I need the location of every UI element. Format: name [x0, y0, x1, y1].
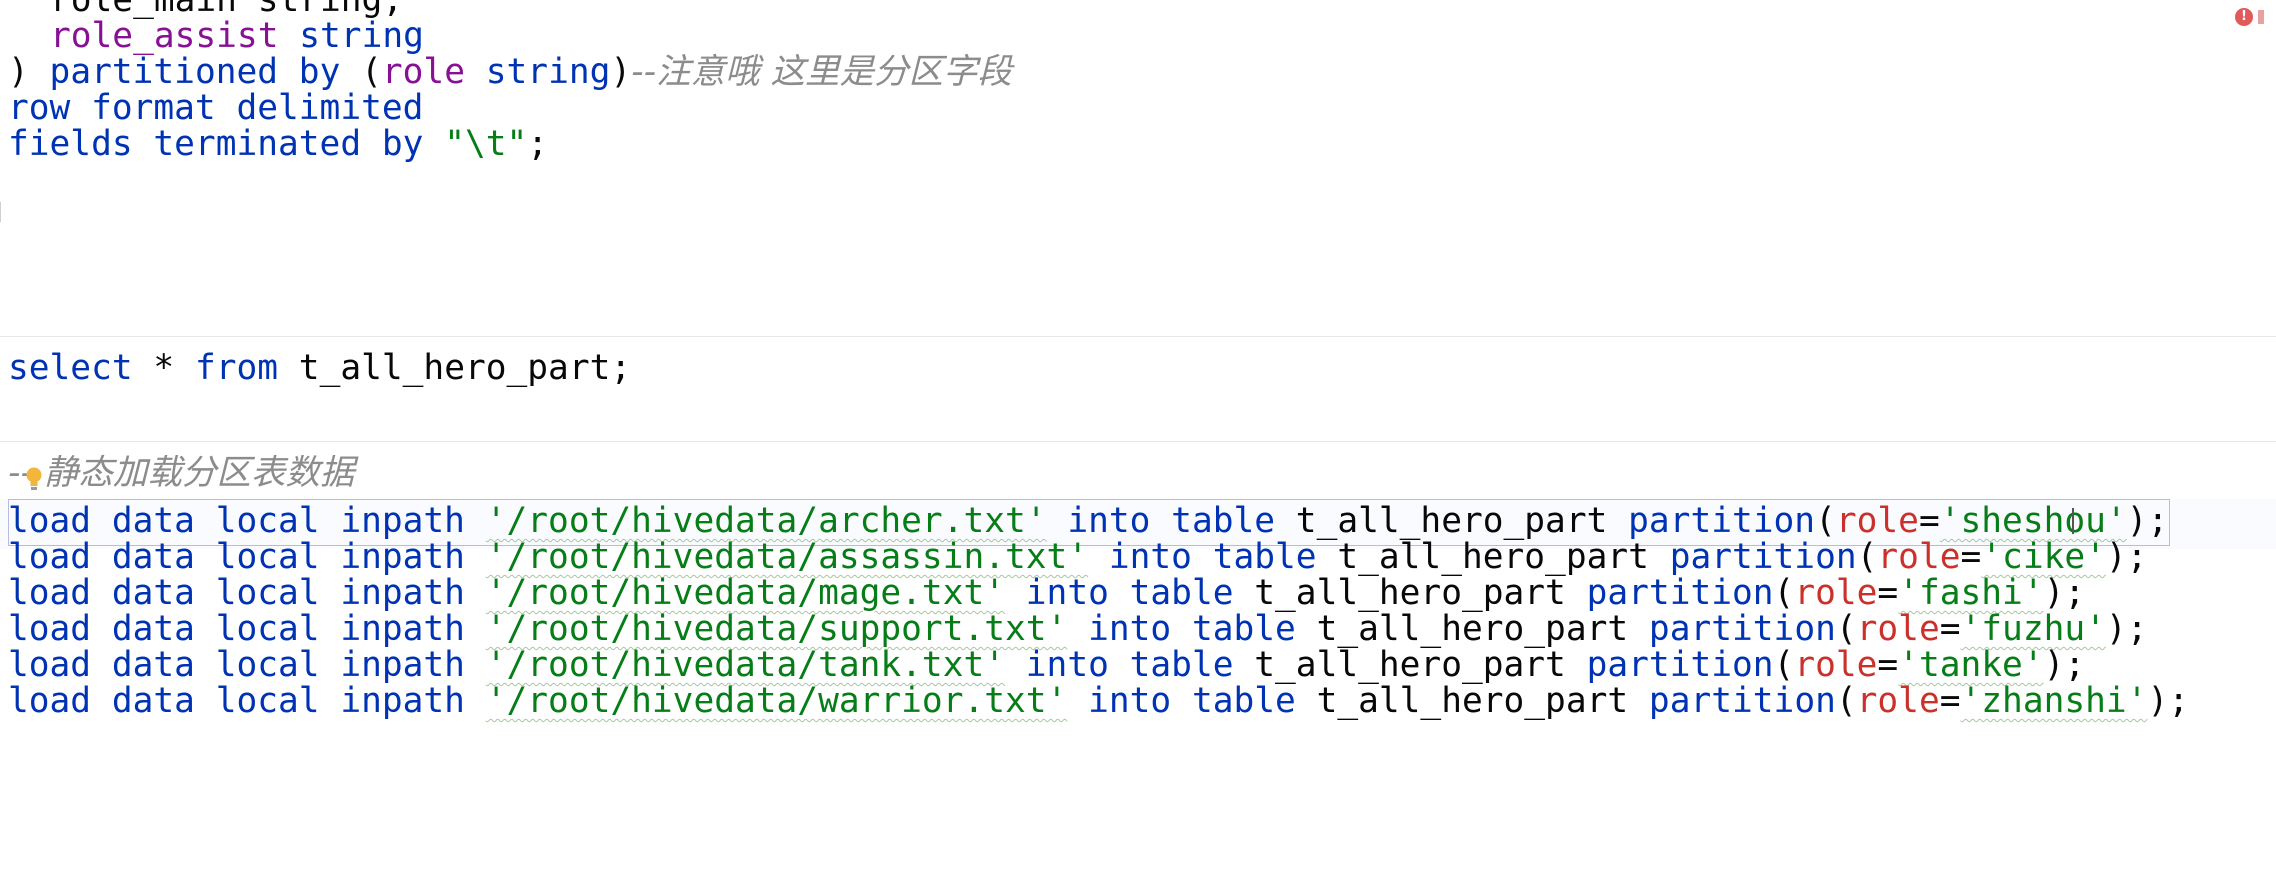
code-token: );	[2043, 645, 2086, 685]
code-comment: -- 静态加载分区表数据	[8, 453, 355, 493]
code-token: into table	[1046, 501, 1296, 541]
code-line-row-format: row format delimited	[0, 82, 423, 134]
code-token: load data local inpath	[8, 645, 486, 685]
code-token: partition	[1628, 501, 1816, 541]
statement-separator	[0, 336, 2276, 337]
code-token: (	[1815, 501, 1836, 541]
code-string: 'fashi'	[1898, 573, 2044, 613]
code-token: );	[2147, 681, 2189, 721]
code-token: role	[1877, 537, 1961, 577]
statement-selection-box	[8, 499, 2170, 546]
code-token: *	[132, 348, 195, 388]
code-line-comment: -- 静态加载分区表数据	[0, 447, 354, 499]
code-token: load data local inpath	[8, 537, 486, 577]
code-line-fields-terminated: fields terminated by "\t";	[0, 118, 548, 170]
code-string: '/root/hivedata/assassin.txt'	[485, 537, 1089, 577]
code-token: into table	[1005, 645, 1255, 685]
code-token: t_all_hero_part	[1295, 501, 1629, 541]
code-token: partition	[1648, 681, 1836, 721]
code-token: =	[1877, 573, 1899, 613]
code-token: partition	[1669, 537, 1857, 577]
code-token: role	[1794, 645, 1878, 685]
code-token: select	[8, 348, 133, 388]
code-token: into table	[1067, 681, 1317, 721]
fold-marker[interactable]	[0, 202, 7, 222]
code-token: );	[2105, 537, 2148, 577]
statement-separator	[0, 441, 2276, 442]
code-token: (	[1856, 537, 1878, 577]
code-token: (	[1773, 645, 1795, 685]
code-token: role_assist	[50, 16, 279, 56]
code-string: 'cike'	[1981, 537, 2106, 577]
code-token: partition	[1586, 573, 1774, 613]
code-token: (	[340, 52, 382, 92]
code-string: 'sheshou'	[1939, 501, 2127, 541]
code-string: '/root/hivedata/warrior.txt'	[485, 681, 1068, 721]
code-token: into table	[1005, 573, 1255, 613]
code-string: 'tanke'	[1898, 645, 2044, 685]
lightbulb-icon[interactable]	[24, 466, 44, 492]
code-token: (	[1773, 573, 1795, 613]
code-token: t_all_hero_part;	[278, 348, 632, 388]
code-token: load data local inpath	[8, 501, 486, 541]
code-token: )	[8, 52, 50, 92]
code-token: =	[1877, 645, 1899, 685]
code-token: =	[1918, 501, 1940, 541]
code-token: t_all_hero_part	[1337, 537, 1670, 577]
code-token: string	[278, 16, 424, 56]
code-token: string	[464, 52, 611, 92]
code-string: 'fuzhu'	[1960, 609, 2106, 649]
code-token: load data local inpath	[8, 609, 486, 649]
code-token: =	[1939, 609, 1961, 649]
code-token: partition	[1648, 609, 1836, 649]
code-token: role	[381, 52, 465, 92]
code-token: );	[2043, 573, 2086, 613]
code-string: '/root/hivedata/tank.txt'	[485, 645, 1006, 685]
code-token: partitioned by	[49, 52, 341, 92]
code-token: =	[1960, 537, 1982, 577]
code-line-select: select * from t_all_hero_part;	[0, 342, 631, 394]
code-comment: --注意哦 这里是分区字段	[631, 52, 1013, 92]
code-token: );	[2105, 609, 2148, 649]
code-token: (	[1835, 681, 1857, 721]
code-token: role	[1835, 501, 1919, 541]
code-token: t_all_hero_part	[1316, 681, 1649, 721]
code-token: into table	[1067, 609, 1317, 649]
error-stripe-mark[interactable]	[2258, 10, 2264, 24]
code-token: );	[2126, 501, 2169, 541]
code-token: )	[610, 52, 632, 92]
code-token: (	[1835, 609, 1857, 649]
code-token: fields terminated by	[8, 124, 445, 164]
code-line-role-assist: role_assist string	[0, 10, 424, 62]
code-token: role	[1856, 609, 1940, 649]
code-token: from	[194, 348, 279, 388]
code-string: '/root/hivedata/support.txt'	[485, 609, 1068, 649]
code-token: role_main string,	[50, 0, 404, 20]
code-token: role	[1856, 681, 1940, 721]
code-token: t_all_hero_part	[1254, 645, 1587, 685]
code-token: "\t"	[444, 124, 528, 164]
current-line-highlight	[0, 499, 2276, 549]
code-line-role-main: role_main string,	[0, 0, 403, 26]
code-token: ;	[527, 124, 549, 164]
code-string: 'zhanshi'	[1960, 681, 2148, 721]
code-token: partition	[1586, 645, 1774, 685]
code-token: =	[1939, 681, 1961, 721]
code-token: load data local inpath	[8, 573, 486, 613]
error-icon[interactable]: !	[2235, 8, 2253, 26]
code-token: into table	[1088, 537, 1338, 577]
code-token: load data local inpath	[8, 681, 486, 721]
mouse-cursor	[2072, 508, 2082, 534]
code-token: t_all_hero_part	[1254, 573, 1587, 613]
code-line-partitioned-by: ) partitioned by (role string)--注意哦 这里是分…	[0, 46, 1012, 98]
code-string: '/root/hivedata/mage.txt'	[485, 573, 1006, 613]
code-token: row format delimited	[8, 88, 424, 128]
code-string: '/root/hivedata/archer.txt'	[485, 501, 1047, 541]
code-token: role	[1794, 573, 1878, 613]
code-token: t_all_hero_part	[1316, 609, 1649, 649]
